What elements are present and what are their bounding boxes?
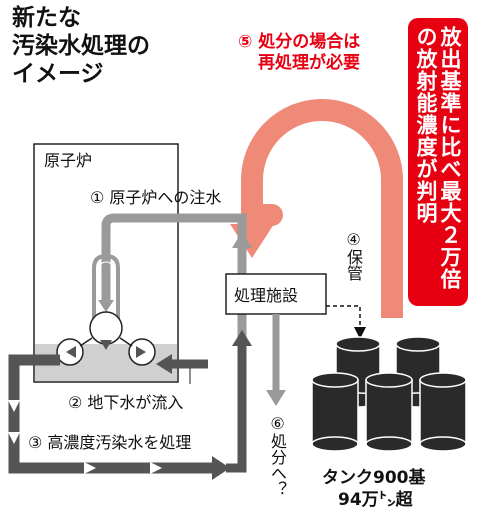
core-center <box>89 311 123 345</box>
step1-label: ① 原子炉への注水 <box>90 188 222 207</box>
injection-up-arrowhead <box>232 232 252 248</box>
reprocess-note-line: ⑤ 処分の場合は <box>238 32 361 52</box>
core-link-left <box>79 337 93 347</box>
reprocess-note-line: 再処理が必要 <box>258 53 360 73</box>
treatment-feed-arrowhead <box>232 330 252 346</box>
core-flow-down <box>100 340 112 350</box>
contaminated-chevron-2 <box>8 432 20 444</box>
step2-label: ② 地下水が流入 <box>68 393 184 412</box>
tank <box>365 372 413 452</box>
contaminated-chevron-4 <box>150 462 162 474</box>
title-line: イメージ <box>12 61 104 87</box>
storage-tanks <box>311 336 467 452</box>
warning-banner <box>408 18 468 306</box>
reprocess-note: ⑤ 処分の場合は 再処理が必要 <box>238 32 360 74</box>
treatment-feed-pipe <box>226 344 247 473</box>
core-flow-left <box>66 346 76 358</box>
groundwater-arrowhead <box>156 354 172 374</box>
contaminated-pipe <box>8 354 212 474</box>
contaminated-chevron-1 <box>8 400 20 412</box>
tank <box>311 372 359 452</box>
tanks-count-label: タンク900基 <box>322 468 426 488</box>
contaminated-chevron-3 <box>84 462 96 474</box>
step6-label: ⑥処分へ？ <box>268 414 287 497</box>
core-pipe-inner <box>99 261 113 328</box>
reactor-label: 原子炉 <box>44 151 93 170</box>
treatment-facility-label: 処理施設 <box>234 286 299 305</box>
core-down-arrowhead <box>98 300 114 312</box>
tanks-volume-label: 94万㌧超 <box>338 490 413 510</box>
warning-banner-text: 放出基準に比べ最大２万倍の放射能濃度が判明 <box>414 26 462 290</box>
core-flow-right <box>136 346 146 358</box>
step3-label: ③ 高濃度汚染水を処理 <box>28 433 192 452</box>
step4-label: ④保管 <box>344 230 363 281</box>
contaminated-arrowhead <box>212 456 230 480</box>
core-link-right <box>119 337 133 347</box>
page-title: 新たな 汚染水処理の イメージ <box>12 4 150 88</box>
core-pipe <box>92 253 120 330</box>
reprocess-arrow <box>241 99 403 318</box>
tank <box>419 372 467 452</box>
storage-arrow <box>326 305 366 339</box>
treatment-facility <box>225 273 327 315</box>
disposal-arrowhead <box>266 390 286 406</box>
title-line: 新たな <box>12 5 81 31</box>
title-line: 汚染水処理の <box>12 33 150 59</box>
